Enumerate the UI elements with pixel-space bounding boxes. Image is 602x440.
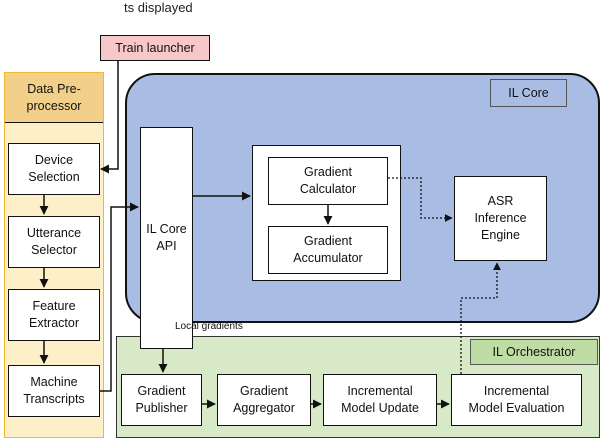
- top-caption: ts displayed: [124, 0, 193, 15]
- il-core-api-node: IL Core API: [140, 127, 193, 349]
- feature-extractor-node: Feature Extractor: [8, 289, 100, 341]
- utterance-selector-node: Utterance Selector: [8, 216, 100, 268]
- incremental-model-evaluation-node: Incremental Model Evaluation: [451, 374, 582, 426]
- il-orchestrator-title: IL Orchestrator: [470, 339, 598, 365]
- edge-evaluation-to-asr: [460, 262, 501, 374]
- edge-calculator-to-asr: [388, 177, 453, 222]
- gradient-calculator-node: Gradient Calculator: [268, 157, 388, 205]
- gradient-aggregator-node: Gradient Aggregator: [217, 374, 311, 426]
- gradient-accumulator-node: Gradient Accumulator: [268, 226, 388, 274]
- device-selection-node: Device Selection: [8, 143, 100, 195]
- machine-transcripts-node: Machine Transcripts: [8, 365, 100, 417]
- il-core-title: IL Core: [490, 79, 567, 107]
- incremental-model-update-node: Incremental Model Update: [323, 374, 437, 426]
- edge-launcher-to-device-selection: [100, 61, 119, 174]
- edge-transcripts-to-api: [100, 202, 139, 392]
- data-preprocessor-title: Data Pre- processor: [5, 73, 103, 123]
- train-launcher-node: Train launcher: [100, 35, 210, 61]
- asr-inference-engine-node: ASR Inference Engine: [454, 176, 547, 261]
- gradient-publisher-node: Gradient Publisher: [121, 374, 202, 426]
- local-gradients-label: Local gradients: [175, 321, 243, 332]
